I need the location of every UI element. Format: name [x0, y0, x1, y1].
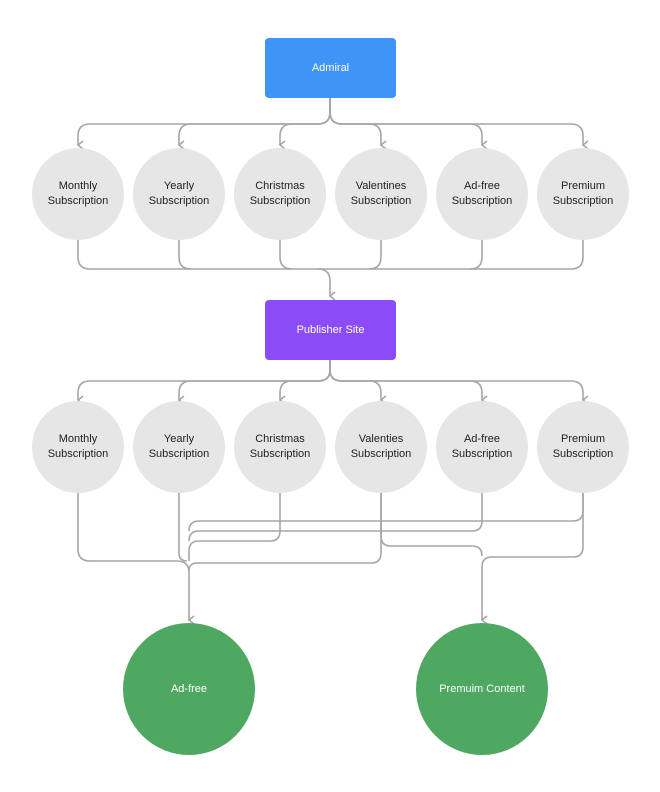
node-label-line2: Subscription [350, 195, 412, 207]
node-label-line2: Subscription [350, 448, 412, 460]
node-label-line2: Subscription [451, 448, 513, 460]
node-label-line1: Monthly [58, 180, 98, 192]
edge-adfree-to-adfree [188, 493, 483, 542]
edge-premium-to-adfree [188, 493, 584, 532]
edge-premium-to-premium [480, 493, 584, 625]
node-label-line1: Valentines [355, 180, 407, 192]
outcome-premium-content-label: Premuim Content [439, 682, 525, 695]
edge-merge-row1 [77, 240, 584, 270]
node-label-line1: Christmas [255, 433, 305, 445]
node-label-line1: Ad-free [463, 180, 501, 192]
edge-yearly-to-adfree [178, 493, 188, 562]
edge-admiral-premium [329, 98, 589, 150]
node-label-line2: Subscription [249, 448, 311, 460]
edge-christmas-to-adfree [188, 493, 281, 561]
node-label-line1: Ad-free [463, 433, 501, 445]
edge-monthly-to-adfree [77, 493, 195, 625]
edge-publisher-christmas [278, 360, 331, 405]
node-label-line1: Yearly [163, 180, 195, 192]
node-label-line1: Christmas [255, 180, 305, 192]
node-label-line1: Monthly [58, 433, 98, 445]
publisher-site-label: Publisher Site [296, 324, 365, 336]
node-label-line2: Subscription [552, 448, 614, 460]
edge-publisher-yearly [177, 360, 331, 405]
node-label-line1: Valenties [358, 433, 404, 445]
edge-publisher-premium [329, 360, 589, 405]
edge-admiral-valentines [329, 98, 387, 150]
node-label-line2: Subscription [148, 448, 210, 460]
publisher-site-node: Publisher Site [265, 300, 396, 360]
node-label-line2: Subscription [451, 195, 513, 207]
node-label-line2: Subscription [47, 448, 109, 460]
admiral-node: Admiral [265, 38, 396, 98]
node-label-line2: Subscription [148, 195, 210, 207]
edge-admiral-christmas [278, 98, 331, 150]
edge-admiral-monthly [76, 98, 331, 150]
edge-admiral-yearly [177, 98, 331, 150]
node-label-line2: Subscription [47, 195, 109, 207]
node-label-line1: Premium [560, 180, 605, 192]
outcome-adfree-node: Ad-free [123, 623, 255, 755]
edge-publisher-monthly [76, 360, 331, 405]
outcome-premium-content-node: Premuim Content [416, 623, 548, 755]
edge-publisher-adfree [329, 360, 488, 405]
edge-valenties-to-adfree [188, 493, 382, 572]
outcome-adfree-label: Ad-free [170, 682, 208, 695]
edge-valenties-to-premium [380, 493, 483, 557]
edge-admiral-adfree [329, 98, 488, 150]
admiral-label: Admiral [311, 62, 350, 74]
node-label-line1: Yearly [163, 433, 195, 445]
node-label-line1: Premium [560, 433, 605, 445]
edge-merge-to-publisher [317, 268, 336, 301]
node-label-line2: Subscription [249, 195, 311, 207]
node-label-line2: Subscription [552, 195, 614, 207]
